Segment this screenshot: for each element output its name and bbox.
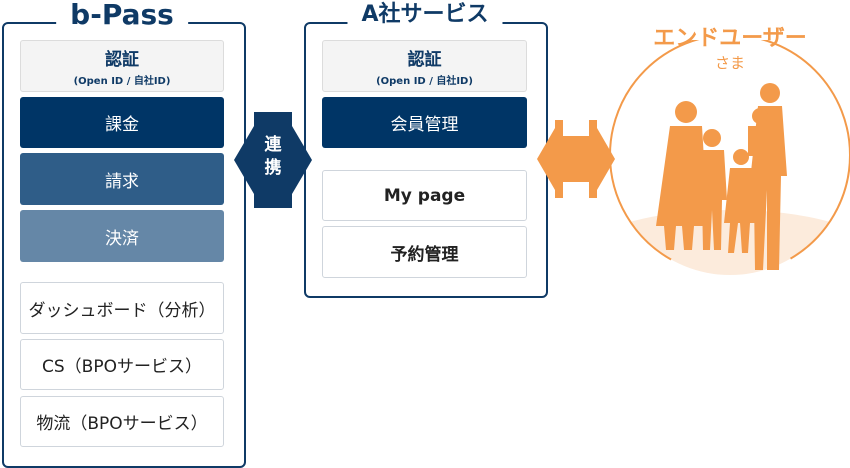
link-label-1: 連 — [264, 135, 282, 155]
link-label-2: 携 — [264, 158, 282, 178]
billing-box: 課金 — [20, 97, 224, 148]
auth-sub-label: (Open ID / 自社ID) — [73, 76, 171, 87]
dashboard-box: ダッシュボード（分析） — [20, 282, 224, 334]
company-auth-box: 認証 (Open ID / 自社ID) — [322, 40, 527, 92]
auth-label: 認証 — [105, 50, 139, 70]
end-user-illustration — [609, 40, 850, 276]
bpass-auth-box: 認証 (Open ID / 自社ID) — [20, 40, 224, 92]
reserve-box: 予約管理 — [322, 226, 527, 278]
end-user-sub: さま — [714, 54, 745, 72]
payment-box: 決済 — [20, 210, 224, 262]
company-title: A社サービス — [347, 0, 503, 30]
end-user-title: エンドユーザー — [653, 26, 807, 51]
member-box: 会員管理 — [322, 97, 527, 148]
auth-sub-label: (Open ID / 自社ID) — [376, 76, 473, 87]
mypage-box: My page — [322, 170, 527, 221]
bpass-title: b-Pass — [56, 0, 188, 30]
invoice-box: 請求 — [20, 153, 224, 205]
link-arrow-icon — [234, 112, 312, 208]
cs-box: CS（BPOサービス） — [20, 339, 224, 390]
logistics-box: 物流（BPOサービス） — [20, 396, 224, 447]
user-arrow-icon — [537, 120, 615, 198]
auth-label: 認証 — [407, 50, 442, 70]
